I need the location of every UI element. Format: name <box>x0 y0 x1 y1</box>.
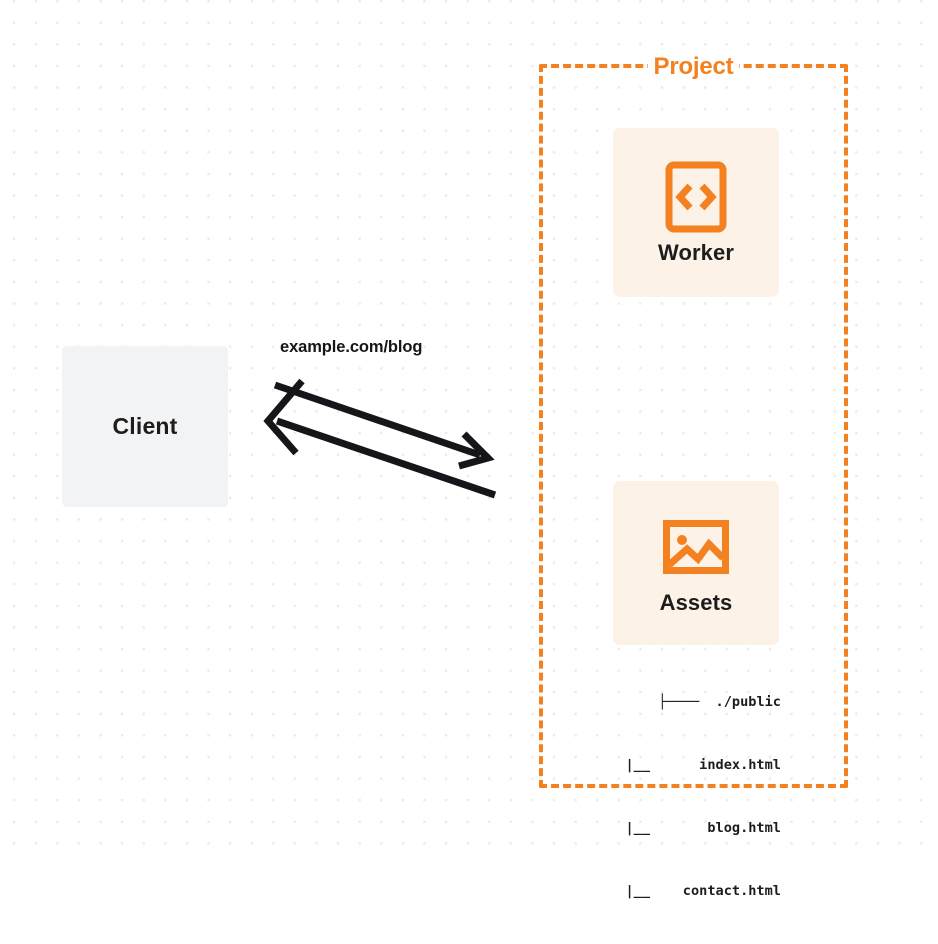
file-tree-line: |__ blog.html <box>600 820 781 836</box>
worker-card[interactable]: Worker <box>613 128 779 297</box>
file-tree-line: |__ index.html <box>600 757 781 773</box>
image-icon <box>662 510 730 584</box>
diagram-canvas: Client example.com/blog Project Worker <box>0 0 938 899</box>
assets-file-tree: ├──── ./public |__ index.html |__ blog.h… <box>591 650 781 944</box>
code-brackets-icon <box>664 160 728 234</box>
project-group-label: Project <box>647 53 740 81</box>
assets-card-label: Assets <box>659 590 733 615</box>
file-tree-line: ├──── ./public <box>658 694 781 710</box>
client-label: Client <box>112 413 178 439</box>
request-arrow <box>273 381 495 470</box>
worker-card-label: Worker <box>658 239 734 265</box>
assets-card[interactable]: Assets <box>613 481 779 645</box>
connection-url-label: example.com/blog <box>280 338 423 356</box>
response-arrow <box>263 378 497 499</box>
project-group-boundary: Project <box>539 53 848 788</box>
file-tree-line: |__ contact.html <box>600 883 781 899</box>
client-node[interactable]: Client <box>62 346 228 507</box>
